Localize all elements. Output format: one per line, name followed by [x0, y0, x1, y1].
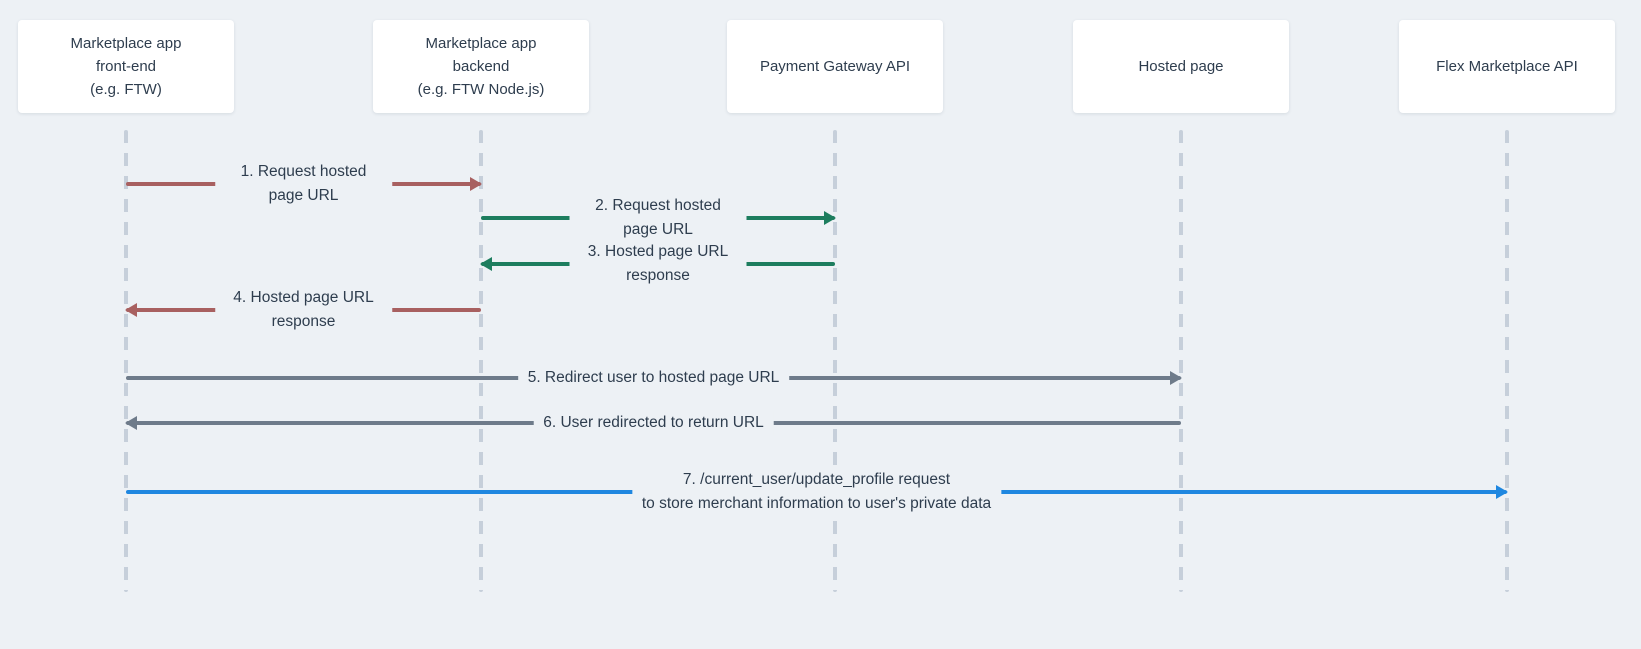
- message-label-3: 3. Hosted page URL response: [569, 240, 747, 288]
- lifeline-payment-gateway-api: [833, 130, 837, 592]
- lifeline-marketplace-backend: [479, 130, 483, 592]
- lifeline-hosted-page: [1179, 130, 1183, 592]
- arrowhead-left-icon: [125, 416, 137, 430]
- message-arrow-2: 2. Request hosted page URL: [481, 194, 836, 242]
- arrowhead-right-icon: [824, 211, 836, 225]
- arrowhead-right-icon: [1496, 485, 1508, 499]
- message-label-2: 2. Request hosted page URL: [569, 194, 747, 242]
- message-arrow-7: 7. /current_user/update_profile request …: [126, 468, 1508, 516]
- lifeline-flex-marketplace-api: [1505, 130, 1509, 592]
- arrowhead-right-icon: [1170, 371, 1182, 385]
- actor-hosted-page: Hosted page: [1073, 20, 1289, 113]
- message-label-4: 4. Hosted page URL response: [214, 286, 393, 334]
- arrowhead-right-icon: [470, 177, 482, 191]
- actor-payment-gateway-api: Payment Gateway API: [727, 20, 943, 113]
- message-arrow-4: 4. Hosted page URL response: [125, 286, 481, 334]
- actor-marketplace-backend: Marketplace app backend (e.g. FTW Node.j…: [373, 20, 589, 113]
- lifeline-marketplace-frontend: [124, 130, 128, 592]
- arrowhead-left-icon: [125, 303, 137, 317]
- message-label-7: 7. /current_user/update_profile request …: [631, 468, 1002, 516]
- message-label-6: 6. User redirected to return URL: [533, 411, 774, 435]
- actor-flex-marketplace-api: Flex Marketplace API: [1399, 20, 1615, 113]
- actor-marketplace-frontend: Marketplace app front-end (e.g. FTW): [18, 20, 234, 113]
- message-arrow-5: 5. Redirect user to hosted page URL: [126, 366, 1182, 390]
- message-arrow-1: 1. Request hosted page URL: [126, 160, 482, 208]
- message-arrow-6: 6. User redirected to return URL: [125, 411, 1181, 435]
- message-label-1: 1. Request hosted page URL: [214, 160, 393, 208]
- message-label-5: 5. Redirect user to hosted page URL: [517, 366, 790, 390]
- message-arrow-3: 3. Hosted page URL response: [480, 240, 835, 288]
- arrowhead-left-icon: [480, 257, 492, 271]
